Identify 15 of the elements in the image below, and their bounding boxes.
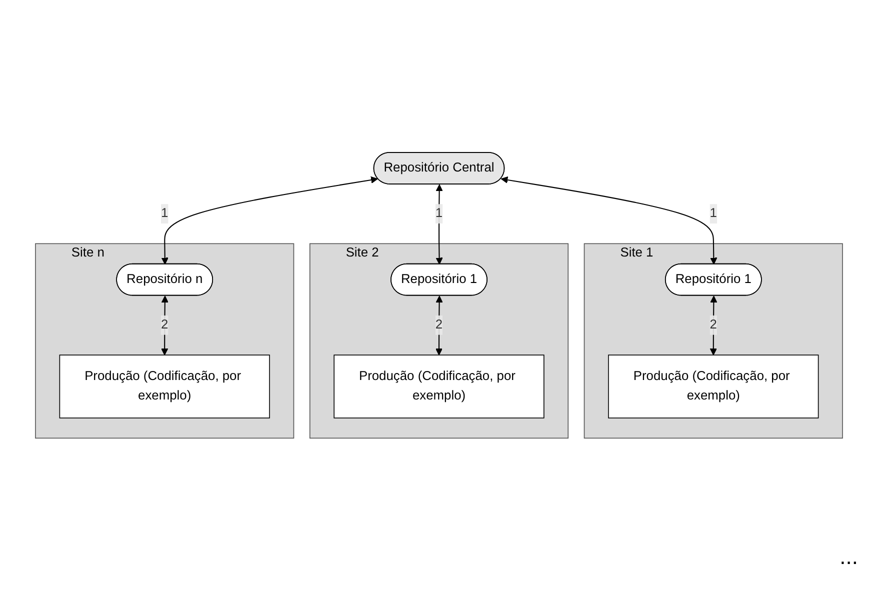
edge-label: 2 xyxy=(710,318,717,332)
edge-label: 2 xyxy=(161,318,168,332)
arrow xyxy=(161,176,378,264)
edge-label: 1 xyxy=(161,206,168,220)
edge-label: 2 xyxy=(435,318,443,332)
arrow xyxy=(435,295,443,356)
arrow xyxy=(161,295,168,356)
node-box: Produção (Codificação, por exemplo) xyxy=(608,354,819,418)
ellipsis-text: ... xyxy=(840,544,858,570)
arrow xyxy=(500,176,718,264)
edge-label: 1 xyxy=(710,206,717,220)
arrow xyxy=(710,295,718,356)
edge-label: 1 xyxy=(435,206,443,220)
node-box: Produção (Codificação, por exemplo) xyxy=(334,354,544,418)
node-box: Produção (Codificação, por exemplo) xyxy=(59,354,270,418)
